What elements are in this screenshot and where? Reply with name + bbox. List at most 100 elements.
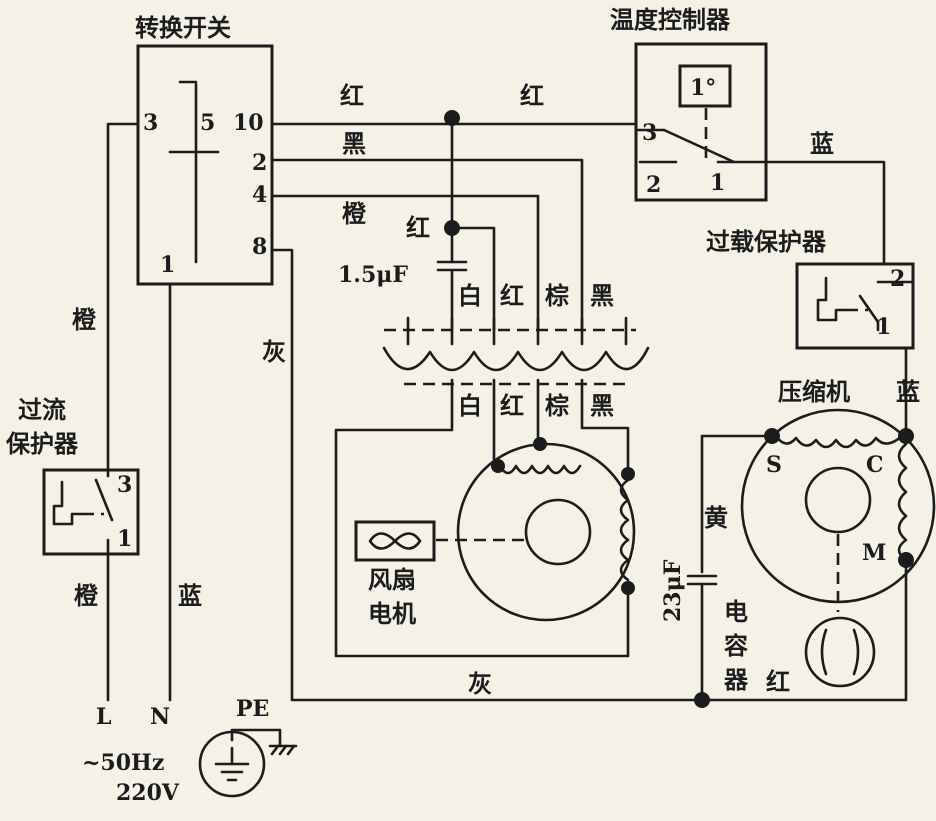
label-yellow: 黄	[704, 504, 728, 532]
label-red-1: 红	[340, 82, 364, 110]
compressor-rotor	[804, 466, 872, 534]
label-gray-2: 灰	[468, 670, 492, 698]
fan-capacitor-value: 1.5μF	[338, 262, 408, 288]
label-black-bottom: 黑	[590, 392, 614, 420]
label-red-3: 红	[406, 214, 430, 242]
fan-wires	[334, 378, 630, 658]
switch-pin-8: 8	[252, 234, 267, 260]
wire-black	[270, 158, 584, 332]
compressor-label-m: M	[862, 540, 886, 566]
chassis-hatch-1	[270, 744, 280, 756]
power-supply: L N ~50Hz 220V PE	[82, 696, 298, 806]
fan-motor: 风扇 电机	[354, 437, 636, 628]
compressor-pump	[804, 616, 876, 688]
compressor-pump-icon	[820, 628, 860, 676]
label-red-top: 红	[500, 282, 524, 310]
compressor-capacitor-label-3: 器	[723, 666, 749, 694]
chassis-hatch-2	[278, 744, 288, 756]
overcurrent-protector: 过流 保护器 3 1	[5, 396, 140, 556]
label-blue-2: 蓝	[896, 378, 920, 406]
switch-pin-10: 10	[233, 110, 264, 136]
label-white-bottom: 白	[458, 392, 482, 420]
wire-gray-main	[270, 248, 702, 702]
fan-coil-right	[619, 478, 630, 582]
switch-pin-2: 2	[252, 150, 267, 176]
thermostat-display-box	[678, 64, 732, 108]
label-orange-3: 橙	[74, 582, 99, 610]
fan-motor-rotor	[524, 498, 592, 566]
compressor-label-c: C	[866, 452, 884, 478]
connector-block	[382, 316, 650, 386]
overload-title: 过载保护器	[706, 228, 827, 256]
fan-motor-label-1: 风扇	[368, 566, 416, 594]
power-pe-label: PE	[236, 696, 269, 722]
wire-l-upper	[106, 122, 138, 478]
overcurrent-contact	[94, 478, 114, 522]
fan-motor-label-2: 电机	[368, 600, 416, 628]
compressor-capacitor-value: 23μF	[660, 559, 686, 622]
power-freq: ~50Hz	[82, 750, 164, 776]
pe-wire	[230, 728, 282, 748]
fan-terminal-2	[533, 437, 547, 451]
fan-icon	[368, 532, 422, 550]
fan-capacitor: 1.5μF	[338, 260, 468, 332]
thermostat-pin-3: 3	[642, 120, 657, 146]
wires	[106, 116, 908, 702]
switch-pin-4: 4	[252, 182, 267, 208]
compressor-label-s: S	[766, 452, 782, 478]
thermostat-box	[634, 42, 768, 202]
compressor: 压缩机 S C M	[686, 378, 936, 702]
overcurrent-bimetal-icon	[52, 480, 84, 526]
overcurrent-title-2: 保护器	[5, 430, 79, 458]
wire-red-branch	[450, 226, 496, 332]
label-black-top: 黑	[590, 282, 614, 310]
power-l-label: L	[96, 704, 111, 730]
thermostat-display: 1°	[690, 75, 716, 101]
wire-black-fan	[580, 378, 630, 474]
switch-pin-1: 1	[160, 252, 175, 278]
power-voltage: 220V	[116, 780, 180, 806]
fan-terminal-1	[491, 459, 505, 473]
power-n-label: N	[150, 704, 170, 730]
thermostat-blade	[662, 128, 736, 164]
overload-bimetal-icon	[816, 276, 848, 322]
fan-terminal-3	[621, 467, 635, 481]
switch-pin-3: 3	[143, 110, 158, 136]
switch-title: 转换开关	[135, 14, 231, 42]
compressor-coil-right	[897, 442, 908, 562]
overload-contact	[858, 294, 880, 324]
selector-switch: 转换开关 3 5 10 2 4 8 1	[135, 14, 274, 286]
thermostat-title: 温度控制器	[610, 6, 731, 34]
wire-yellow-s	[700, 434, 774, 574]
thermostat-pin-1: 1	[710, 170, 725, 196]
thermostat-pin-2: 2	[646, 172, 661, 198]
overload-protector: 过载保护器 2 1	[706, 228, 915, 350]
label-brown-top: 棕	[545, 282, 569, 310]
overload-pin-2: 2	[890, 266, 905, 292]
fan-terminal-4	[621, 581, 635, 595]
label-black-1: 黑	[342, 130, 366, 158]
thermostat: 温度控制器 1° 3 2 1	[610, 6, 768, 202]
junction-red-mid	[444, 220, 460, 236]
wire-red-m	[700, 558, 908, 702]
label-red-bottom: 红	[500, 392, 524, 420]
fan-blade-box	[354, 520, 436, 562]
compressor-capacitor-label-2: 容	[724, 632, 748, 660]
overcurrent-pin-3: 3	[117, 472, 132, 498]
label-orange-2: 橙	[72, 306, 97, 334]
overcurrent-pin-1: 1	[117, 526, 132, 552]
fan-coil-top	[498, 464, 582, 475]
connector-sockets	[382, 346, 650, 372]
junction-red-top	[444, 110, 460, 126]
label-gray-1: 灰	[262, 338, 286, 366]
label-blue-3: 蓝	[178, 582, 202, 610]
label-red-4: 红	[766, 668, 790, 696]
overcurrent-title-1: 过流	[18, 396, 66, 424]
label-orange-1: 橙	[342, 200, 367, 228]
compressor-coil-top	[774, 434, 904, 449]
label-red-2: 红	[520, 82, 544, 110]
switch-pin-5: 5	[200, 110, 215, 136]
wire-labels: 红 红 黑 橙 红 蓝 蓝 橙 灰 橙 蓝 灰 黄 红 白 红 棕 黑 白 红 …	[72, 82, 920, 698]
